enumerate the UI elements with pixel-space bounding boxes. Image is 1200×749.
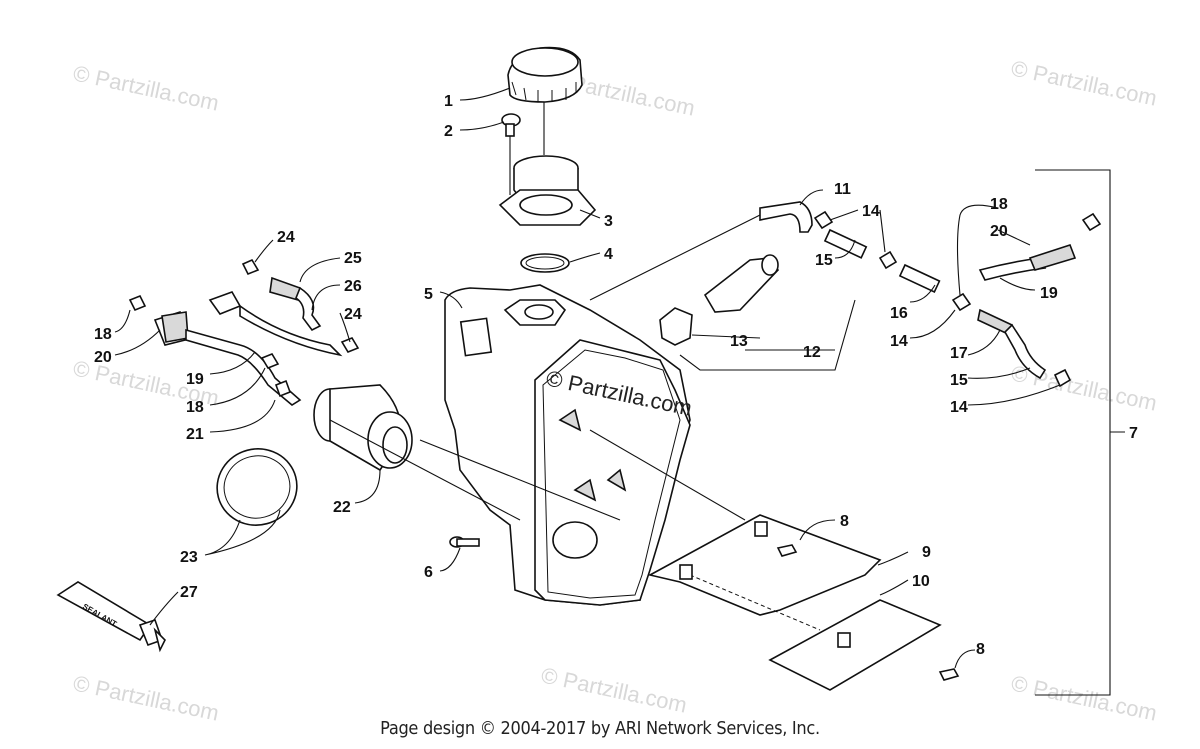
- callout-22: 22: [333, 499, 351, 516]
- o-ring: [520, 253, 570, 273]
- callout-1: 1: [444, 93, 453, 110]
- callout-8b: 8: [976, 641, 985, 658]
- callout-3: 3: [604, 213, 613, 230]
- callout-15a: 15: [815, 252, 833, 269]
- callout-19a: 19: [1040, 285, 1058, 302]
- callout-12: 12: [803, 344, 821, 361]
- callout-7: 7: [1129, 425, 1138, 442]
- callout-24b: 24: [344, 306, 362, 323]
- callout-18a: 18: [990, 196, 1008, 213]
- watermark: © Partzilla.com: [1009, 55, 1159, 110]
- callout-11: 11: [834, 181, 851, 198]
- callout-9: 9: [922, 544, 931, 561]
- skid-plates: [647, 514, 960, 691]
- callout-13: 13: [730, 333, 748, 350]
- callouts: 1 2 3 4 5 6 7 8 8 9 10 11 12 13 14 14 14…: [94, 93, 1138, 658]
- callout-16: 16: [890, 305, 908, 322]
- callout-21: 21: [186, 426, 204, 443]
- bolt-6: [449, 536, 480, 548]
- callout-20a: 20: [990, 223, 1008, 240]
- sealant-tube: SEALANT: [56, 581, 166, 653]
- callout-20b: 20: [94, 349, 112, 366]
- callout-18b: 18: [94, 326, 112, 343]
- callout-14c: 14: [950, 399, 968, 416]
- callout-25: 25: [344, 250, 362, 267]
- callout-6: 6: [424, 564, 433, 581]
- callout-19b: 19: [186, 371, 204, 388]
- screw-2: [501, 113, 521, 195]
- footer-credit-text: Page design © 2004-2017 by ARI Network S…: [380, 718, 820, 739]
- callout-5: 5: [424, 286, 433, 303]
- callout-27: 27: [180, 584, 198, 601]
- leader-lines: [114, 87, 1125, 696]
- fuel-pump: [128, 258, 413, 526]
- callout-14b: 14: [890, 333, 908, 350]
- callout-18c: 18: [186, 399, 204, 416]
- callout-17: 17: [950, 345, 968, 362]
- callout-14a: 14: [862, 203, 880, 220]
- fuel-tank: [444, 284, 691, 606]
- vent-hoses: [759, 201, 1102, 388]
- callout-23: 23: [180, 549, 198, 566]
- callout-10: 10: [912, 573, 930, 590]
- fuel-cap: [507, 46, 583, 155]
- filler-neck: [498, 155, 597, 226]
- watermark: © Partzilla.com: [539, 662, 689, 717]
- footer-credit: Page design © 2004-2017 by ARI Network S…: [0, 718, 1200, 739]
- rollover-valve: [659, 254, 780, 346]
- callout-4: 4: [604, 246, 613, 263]
- callout-8a: 8: [840, 513, 849, 530]
- callout-2: 2: [444, 123, 453, 140]
- callout-26: 26: [344, 278, 362, 295]
- callout-24a: 24: [277, 229, 295, 246]
- watermark: © Partzilla.com: [71, 60, 221, 115]
- callout-15b: 15: [950, 372, 968, 389]
